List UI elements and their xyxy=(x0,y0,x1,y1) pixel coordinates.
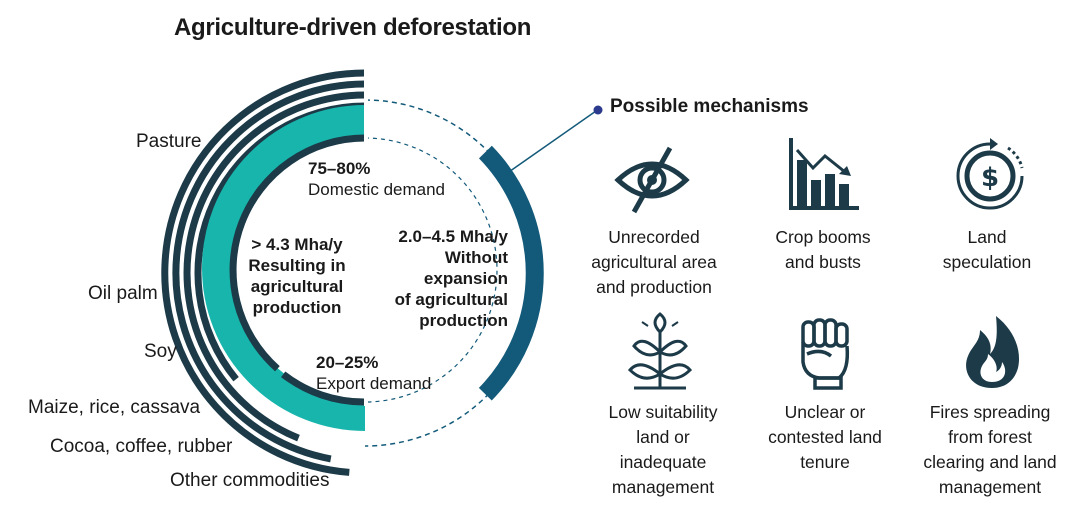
export-label: Export demand xyxy=(316,374,432,393)
no-production-line: of agricultural xyxy=(394,290,508,309)
domestic-share: 75–80% xyxy=(308,159,371,178)
production-block: > 4.3 Mha/y Resulting in agricultural pr… xyxy=(232,234,362,318)
label-pasture: Pasture xyxy=(136,131,202,152)
mechanism-line: contested land xyxy=(768,427,882,447)
mechanism-line: and busts xyxy=(785,252,861,272)
mechanism-label-tenure: Unclear or contested land tenure xyxy=(740,400,910,475)
mechanism-line: Crop booms xyxy=(775,227,871,247)
production-line: Resulting in xyxy=(248,256,346,275)
mechanism-line: Unrecorded xyxy=(608,227,700,247)
domestic-inner-arc xyxy=(229,134,366,372)
no-production-line: Without xyxy=(444,248,508,267)
mechanism-line: Unclear or xyxy=(784,402,866,422)
mechanism-line: tenure xyxy=(800,452,850,472)
export-share: 20–25% xyxy=(316,353,379,372)
export-inner-arc xyxy=(281,371,366,406)
fist-icon xyxy=(801,318,850,390)
eye-slash-icon xyxy=(614,146,690,214)
mechanism-line: and production xyxy=(596,277,712,297)
no-production-arc xyxy=(478,145,544,401)
page-title: Agriculture-driven deforestation xyxy=(174,14,532,41)
label-maize-rice-cassava: Maize, rice, cassava xyxy=(28,397,201,418)
export-demand: 20–25% Export demand xyxy=(316,352,431,394)
mechanism-line: management xyxy=(938,477,1042,497)
arc-pasture-band xyxy=(202,105,366,431)
label-cocoa-coffee-rubber: Cocoa, coffee, rubber xyxy=(50,436,233,457)
center-divider xyxy=(364,66,368,406)
svg-text:$: $ xyxy=(981,163,999,193)
mechanism-line: Fires spreading xyxy=(929,402,1051,422)
mechanism-line: agricultural area xyxy=(591,252,717,272)
mechanism-line: land or xyxy=(636,427,690,447)
dollar-cycle-icon: $ xyxy=(956,138,1024,210)
no-production-line: expansion xyxy=(423,269,508,288)
mechanism-label-speculation: Land speculation xyxy=(902,225,1072,275)
mechanism-line: clearing and land xyxy=(923,452,1057,472)
mechanism-label-crop-booms: Crop booms and busts xyxy=(738,225,908,275)
mechanism-label-unrecorded: Unrecorded agricultural area and product… xyxy=(569,225,739,300)
mechanisms-connector xyxy=(505,110,597,175)
mechanism-line: from forest xyxy=(948,427,1032,447)
no-production-rate: 2.0–4.5 Mha/y xyxy=(398,227,508,246)
bar-chart-down-icon xyxy=(789,138,859,210)
mechanisms-dot xyxy=(593,105,603,115)
mechanism-label-fires: Fires spreading from forest clearing and… xyxy=(905,400,1075,500)
mechanism-line: speculation xyxy=(942,252,1032,272)
mechanism-line: Land xyxy=(967,227,1007,247)
arc-cocoa-coffee-rubber xyxy=(172,80,366,463)
production-line: production xyxy=(252,298,342,317)
plant-icon xyxy=(627,312,693,390)
production-rate: > 4.3 Mha/y xyxy=(251,235,343,254)
no-production-block: 2.0–4.5 Mha/y Without expansion of agric… xyxy=(368,226,508,331)
mechanism-line: management xyxy=(611,477,715,497)
flame-icon xyxy=(966,316,1020,388)
no-production-line: production xyxy=(419,311,508,330)
mechanism-line: inadequate xyxy=(619,452,707,472)
production-line: agricultural xyxy=(250,277,344,296)
arc-other-commodities xyxy=(161,69,366,476)
domestic-label: Domestic demand xyxy=(308,180,446,199)
mechanisms-title: Possible mechanisms xyxy=(610,96,809,117)
domestic-demand: 75–80% Domestic demand xyxy=(308,158,445,200)
label-other-commodities: Other commodities xyxy=(170,470,330,491)
label-oil-palm: Oil palm xyxy=(88,283,158,304)
mechanism-line: Low suitability xyxy=(608,402,718,422)
mechanism-label-low-suitability: Low suitability land or inadequate manag… xyxy=(578,400,748,500)
label-soy: Soy xyxy=(144,341,177,362)
arc-maize-rice-cassava xyxy=(183,91,366,442)
